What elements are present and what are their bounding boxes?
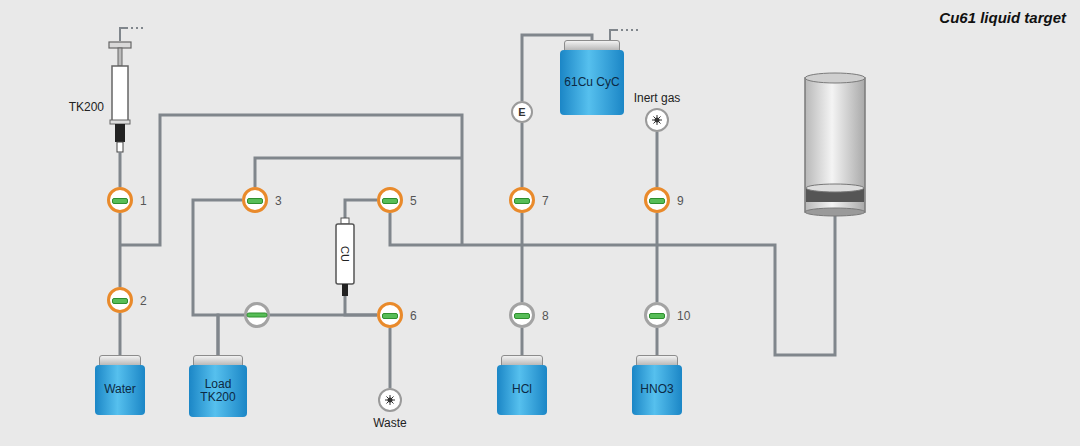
valve-bar <box>514 198 530 204</box>
plunger-rod <box>118 48 122 66</box>
tube-connector <box>119 213 122 287</box>
callout-number: 7 <box>542 194 549 208</box>
tube-connector <box>389 328 392 388</box>
vial-body: Water <box>95 365 145 415</box>
cu-cartridge: CU <box>334 212 356 304</box>
callout-number: 9 <box>677 194 684 208</box>
cartridge-cap <box>341 218 349 224</box>
meter-label: E <box>518 106 525 118</box>
port-icon <box>380 390 400 410</box>
vessel-liquid-top <box>806 184 864 192</box>
reagent-vial: HCl <box>497 355 547 415</box>
valve-bar <box>649 198 665 204</box>
valve: 5 <box>377 187 403 213</box>
valve-bar <box>247 313 267 317</box>
barrel-flange <box>110 120 130 124</box>
vial-label: 61Cu CyC <box>564 76 619 89</box>
vial-body: HCl <box>497 365 547 415</box>
callout-number: 5 <box>410 194 417 208</box>
tube <box>120 115 462 245</box>
diagram-title: Cu61 liquid target <box>939 9 1066 26</box>
callout-number: 8 <box>542 309 549 323</box>
syringe-barrel <box>112 66 128 122</box>
callout-number: 6 <box>410 309 417 323</box>
valve-bar <box>382 313 398 319</box>
tube-connector <box>521 123 524 187</box>
tube-connector <box>521 328 524 355</box>
cartridge-body <box>336 224 354 284</box>
syringe-tip <box>115 124 125 142</box>
valve-bar <box>649 313 665 319</box>
valve-bar <box>112 198 128 204</box>
port-ray <box>653 116 660 123</box>
callout-number: 10 <box>677 309 690 323</box>
valve: 6 <box>377 302 403 328</box>
tube <box>255 158 462 187</box>
tube-connector <box>119 160 122 187</box>
port-label: Inert gas <box>634 91 681 105</box>
vent-dots <box>616 29 638 31</box>
vial-body: Load TK200 <box>189 365 247 417</box>
vial-label: HNO3 <box>640 383 673 396</box>
vial-label: Water <box>104 383 136 396</box>
vessel-bottom <box>805 208 865 216</box>
cartridge-label: CU <box>339 246 351 262</box>
valve-ring <box>246 304 269 327</box>
syringe-outlet <box>119 152 122 160</box>
valve-bar <box>514 313 530 319</box>
valve: 1 <box>107 187 133 213</box>
port-ray <box>386 396 393 403</box>
valve: 3 <box>242 187 268 213</box>
vial-body: HNO3 <box>632 365 682 415</box>
vial-label: Load TK200 <box>189 378 247 404</box>
tube-connector <box>218 315 377 355</box>
reagent-vial: Load TK200 <box>189 355 247 417</box>
valve-bar <box>382 198 398 204</box>
tube-connector <box>656 213 659 302</box>
vent-dots <box>126 27 146 29</box>
plunger-head <box>109 42 131 48</box>
tubing <box>120 115 835 355</box>
valve: 9 <box>644 187 670 213</box>
port-icon <box>647 110 667 130</box>
valve: 7 <box>509 187 535 213</box>
vessel-body <box>805 78 865 212</box>
callout-number: 3 <box>275 194 282 208</box>
tube-connector <box>345 200 377 212</box>
syringe-pump: TK200 <box>106 40 134 160</box>
valve-bar <box>112 298 128 304</box>
component-label: TK200 <box>69 100 104 114</box>
unlabeled-valve <box>246 304 269 327</box>
cartridge-tip <box>342 284 348 296</box>
callout-number: 2 <box>140 294 147 308</box>
vial-label: HCl <box>512 383 532 396</box>
valve: 8 <box>509 302 535 328</box>
reagent-vial: Water <box>95 355 145 415</box>
vessel-top <box>805 73 865 83</box>
reagent-vial: HNO3 <box>632 355 682 415</box>
tube-connector <box>656 132 659 187</box>
valve: 10 <box>644 302 670 328</box>
syringe-shape <box>106 40 134 160</box>
cartridge-outlet <box>344 296 347 304</box>
port-symbol: Waste <box>378 388 402 412</box>
tube-connector <box>521 213 524 302</box>
collection-vessel <box>805 73 865 216</box>
syringe-nozzle <box>117 142 123 152</box>
port-symbol: Inert gas <box>645 108 669 132</box>
tube-connector <box>345 304 377 315</box>
flow-meter: E <box>511 101 533 123</box>
valve: 2 <box>107 287 133 313</box>
port-label: Waste <box>373 416 407 430</box>
reagent-vial: 61Cu CyC <box>560 40 624 115</box>
valve-bar <box>247 198 263 204</box>
vial-body: 61Cu CyC <box>560 50 624 115</box>
tube-connector <box>656 328 659 355</box>
tube-connector <box>119 313 122 355</box>
tube <box>390 213 835 355</box>
callout-number: 1 <box>140 194 147 208</box>
vent-line <box>120 28 126 41</box>
